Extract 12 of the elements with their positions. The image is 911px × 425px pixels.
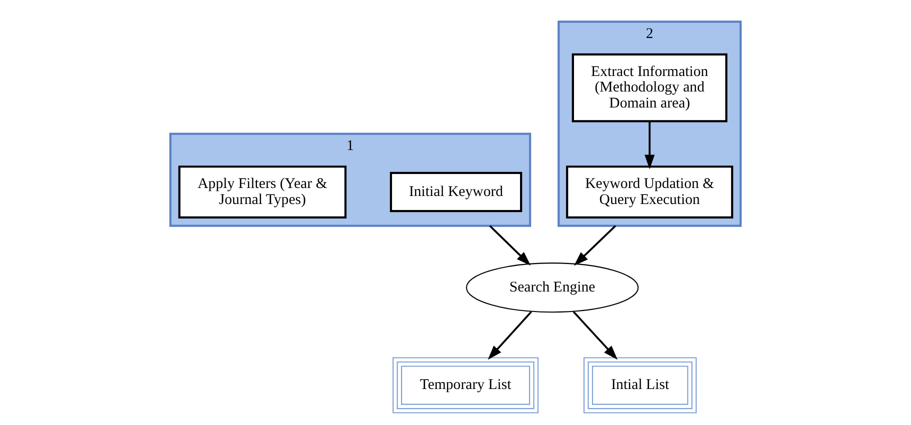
arrow [488, 310, 532, 360]
arrow [489, 224, 531, 266]
node-box: Apply Filters (Year & Journal Types) [178, 165, 347, 218]
node-box: Intial List [584, 356, 697, 413]
node-ellipse: Search Engine [466, 262, 639, 312]
arrow [574, 224, 616, 266]
node-box: Temporary List [392, 356, 539, 413]
arrow [572, 310, 618, 360]
node-box: Keyword Updation & Query Execution [566, 165, 734, 218]
node-box: Initial Keyword [390, 171, 522, 212]
arrow [644, 120, 655, 169]
node-box: Extract Information (Methodology and Domain area) [572, 52, 728, 122]
